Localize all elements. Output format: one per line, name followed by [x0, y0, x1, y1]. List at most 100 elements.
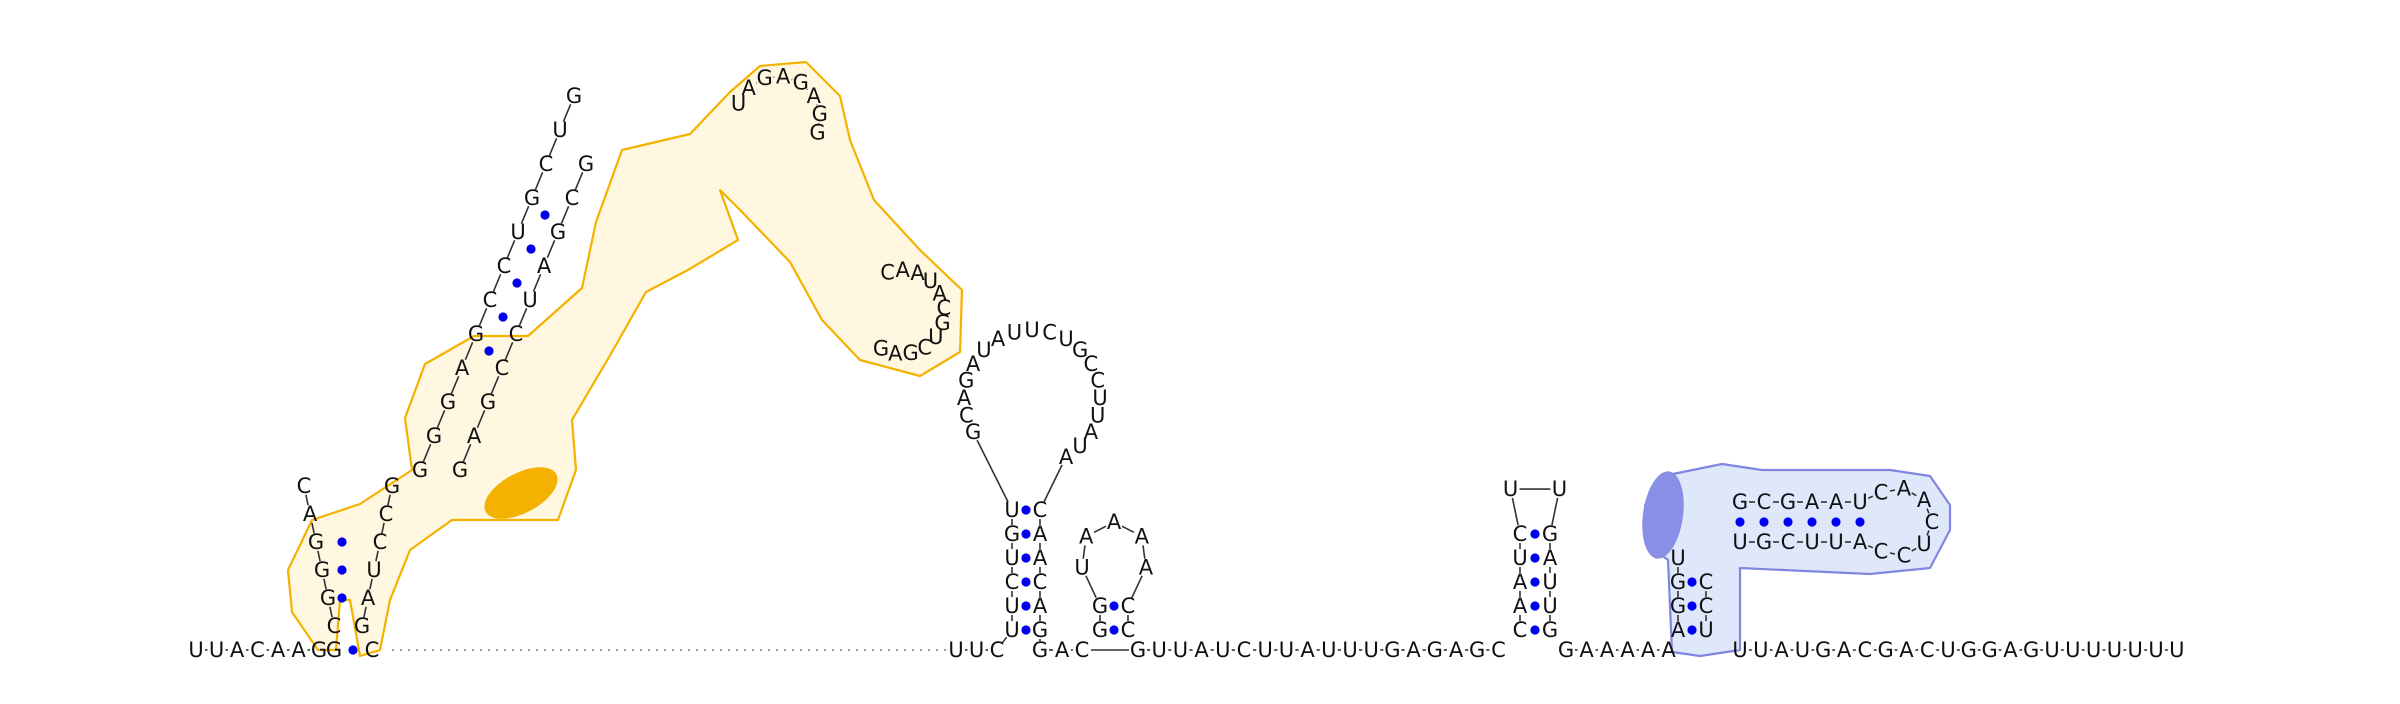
nucleotide: G [873, 336, 889, 360]
nucleotide: U [969, 638, 984, 662]
backbone-link [381, 522, 385, 534]
nucleotide: U [1092, 386, 1107, 410]
nucleotide: A [1917, 488, 1932, 512]
nucleotide: C [1699, 594, 1714, 618]
nucleotide: C [959, 404, 974, 428]
nucleotide: U [1004, 546, 1019, 570]
base-pair-dot [526, 244, 536, 254]
backbone-link [436, 409, 446, 429]
base-pair-dot [498, 312, 508, 322]
base-pair-dot [1687, 601, 1697, 611]
nucleotide: U [1173, 638, 1188, 662]
backbone-link [478, 307, 488, 327]
nucleotide: A [1579, 638, 1594, 662]
base-pair-dot [1021, 553, 1031, 563]
base-pair-dots [337, 210, 1865, 655]
nucleotide: C [1033, 498, 1048, 522]
nucleotide: U [1542, 594, 1557, 618]
backbone-link [1121, 525, 1135, 534]
nucleotide: A [1837, 638, 1852, 662]
nucleotide: A [1033, 594, 1048, 618]
nucleotide: G [1670, 594, 1686, 618]
nucleotide: C [250, 638, 265, 662]
nucleotide: C [1491, 638, 1506, 662]
backbone-link [520, 205, 530, 225]
backbone-link [518, 307, 528, 327]
nucleotide: A [1194, 638, 1209, 662]
nucleotide: A [1600, 638, 1615, 662]
nucleotide: G [1670, 570, 1686, 594]
nucleotide: G [965, 420, 981, 444]
domain-1-highlight-cug [484, 467, 558, 519]
nucleotide: G [1815, 638, 1831, 662]
nucleotide: G [578, 152, 594, 176]
nucleotide: A [1671, 618, 1686, 642]
nucleotide: A [1897, 477, 1912, 501]
nucleotide: U [1024, 318, 1039, 342]
nucleotide: U [1804, 530, 1819, 554]
base-pair-dot [1687, 625, 1697, 635]
nucleotide: U [1004, 618, 1019, 642]
backbone-link [976, 439, 1009, 503]
nucleotide: A [1449, 638, 1464, 662]
nucleotide: A [1084, 420, 1099, 444]
nucleotide: G [1072, 338, 1088, 362]
nucleotide: C [379, 502, 394, 526]
nucleotide: G [1756, 530, 1772, 554]
backbone-link [1867, 544, 1874, 549]
backbone-link [305, 494, 309, 506]
nucleotide: G [1032, 618, 1048, 642]
nucleotide: C [297, 474, 312, 498]
domain-1-outline [286, 60, 964, 658]
nucleotide: U [522, 288, 537, 312]
nucleotide: C [1121, 594, 1136, 618]
nucleotide: U [1732, 530, 1747, 554]
nucleotide: U [1364, 638, 1379, 662]
nucleotide: U [366, 558, 381, 582]
nucleotide: A [991, 327, 1006, 351]
nucleotide: G [1032, 638, 1048, 662]
backbone-link [375, 550, 379, 562]
base-pair-dot [1109, 625, 1119, 635]
nucleotide: C [1513, 618, 1528, 642]
nucleotide: U [1058, 327, 1073, 351]
base-pair-dot [1530, 553, 1540, 563]
nucleotide: C [1699, 570, 1714, 594]
nucleotide: C [990, 638, 1005, 662]
base-pair-dot [1021, 577, 1031, 587]
nucleotide: C [1090, 368, 1105, 392]
nucleotide: C [1237, 638, 1252, 662]
base-pair-dot [1783, 517, 1793, 527]
nucleotide: C [1042, 320, 1057, 344]
nucleotide: G [1130, 638, 1146, 662]
nucleotide: C [509, 322, 524, 346]
nucleotide: G [1004, 522, 1020, 546]
backbone-link [806, 88, 809, 91]
backbone-link [422, 443, 432, 463]
nucleotide: A [1033, 522, 1048, 546]
nucleotide: U [209, 638, 224, 662]
backbone-link [560, 205, 570, 225]
nucleotide: A [1406, 638, 1421, 662]
nucleotide: G [2023, 638, 2039, 662]
backbone-link [329, 606, 333, 618]
nucleotide: C [1075, 638, 1090, 662]
backbone-link [504, 341, 514, 361]
nucleotide: A [1079, 524, 1094, 548]
nucleotide: A [1829, 490, 1844, 514]
nucleotide: A [1774, 638, 1789, 662]
backbone-link [1001, 636, 1008, 644]
nucleotide: C [1920, 638, 1935, 662]
nucleotide: U [1152, 638, 1167, 662]
nucleotide: G [934, 311, 950, 335]
nucleotide: A [1620, 638, 1635, 662]
nucleotide: G [320, 586, 336, 610]
nucleotide: A [291, 638, 306, 662]
nucleotide: G [1877, 638, 1893, 662]
nucleotide: C [1781, 530, 1796, 554]
backbone-link [1043, 464, 1063, 503]
nucleotide: G [412, 458, 428, 482]
nucleotide: U [1321, 638, 1336, 662]
nucleotide: U [1090, 404, 1105, 428]
backbone-link [1889, 489, 1896, 492]
